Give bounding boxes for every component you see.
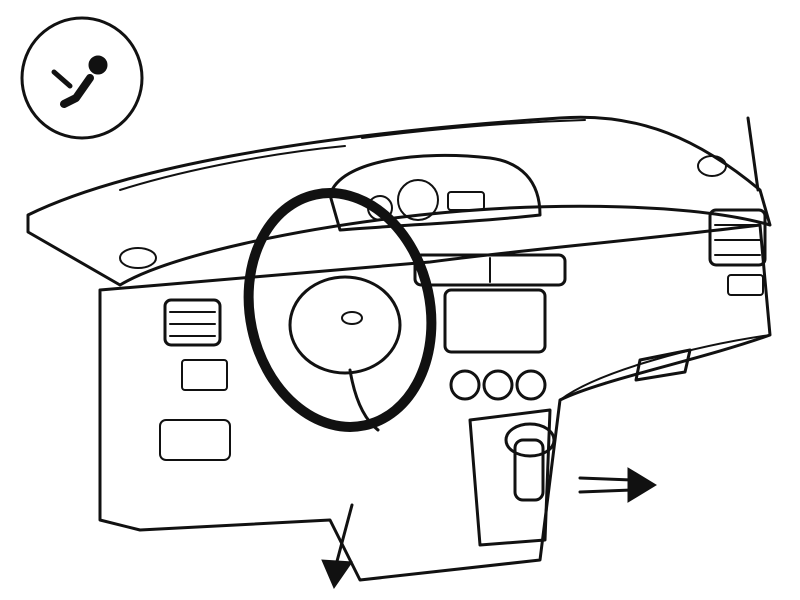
arrow-shaft xyxy=(578,476,634,482)
right-air-vent xyxy=(708,208,767,267)
climate-knob xyxy=(482,369,514,401)
arrow-head-right xyxy=(627,467,657,503)
defrost-slot-right xyxy=(361,119,586,139)
center-stack xyxy=(413,253,567,401)
defrost-slot-left xyxy=(119,145,346,191)
switch-panel xyxy=(181,359,228,391)
gear-shifter xyxy=(468,408,556,547)
center-display xyxy=(443,288,547,354)
right-vent-cluster xyxy=(708,208,767,296)
occupant-head xyxy=(88,55,108,75)
seated-occupant-icon xyxy=(51,55,108,108)
a-pillar xyxy=(746,116,760,192)
arrow-shaft xyxy=(578,488,634,494)
left-vent-cluster xyxy=(159,298,231,461)
dashboard-lower-body xyxy=(98,223,772,582)
speaker-grille-right xyxy=(697,155,727,177)
steering-wheel-emblem xyxy=(341,311,363,325)
steering-wheel-hub xyxy=(288,275,402,375)
arrow-shaft xyxy=(334,503,354,567)
shifter-console xyxy=(468,408,552,547)
symbol-circle xyxy=(20,16,144,140)
speaker-grille-left xyxy=(119,247,157,269)
shifter-knob xyxy=(504,422,556,458)
airflow-arrow-right xyxy=(578,467,657,503)
airflow-arrow-down xyxy=(321,503,354,590)
glove-box-handle xyxy=(634,348,692,382)
dashboard-top-panel xyxy=(26,115,772,287)
occupant-arm xyxy=(51,69,73,89)
arrow-head-down xyxy=(321,559,353,590)
steering-wheel-rim xyxy=(243,188,437,432)
left-air-vent xyxy=(163,298,222,347)
speedometer-gauge xyxy=(397,179,439,221)
cluster-hood xyxy=(328,153,542,232)
instrument-cluster xyxy=(328,153,542,232)
lower-storage-left xyxy=(159,419,231,461)
climate-knob xyxy=(515,369,547,401)
steering-wheel-spoke xyxy=(348,368,380,432)
occupant-symbol xyxy=(20,16,144,140)
shifter-lever xyxy=(513,438,545,502)
dashboard-top xyxy=(26,115,772,287)
steering-wheel xyxy=(243,188,437,432)
dashboard-body xyxy=(98,223,772,582)
right-switch xyxy=(727,274,764,296)
cluster-display xyxy=(447,191,485,211)
occupant-body xyxy=(60,74,94,108)
center-air-vents xyxy=(413,253,567,287)
climate-knob xyxy=(449,369,481,401)
passenger-panel-edge xyxy=(559,334,771,401)
